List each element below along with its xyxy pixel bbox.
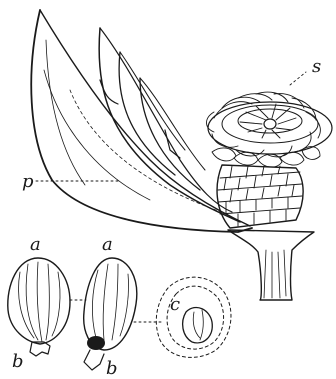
- seed-section-c: [156, 277, 231, 357]
- flower-longitudinal-section: [31, 10, 332, 300]
- label-b-right: b: [106, 358, 118, 379]
- seed-left: [8, 258, 70, 356]
- outer-petal: [31, 10, 252, 232]
- carpel-rosette: [207, 92, 333, 167]
- label-s: s: [312, 56, 321, 77]
- pedicel: [228, 230, 314, 300]
- label-a-right: a: [102, 234, 113, 255]
- label-a-left: a: [30, 234, 41, 255]
- seed-right: [84, 258, 137, 370]
- receptacle: [217, 165, 303, 228]
- label-b-left: b: [12, 351, 24, 372]
- label-c: c: [170, 294, 180, 315]
- label-p: p: [22, 171, 34, 192]
